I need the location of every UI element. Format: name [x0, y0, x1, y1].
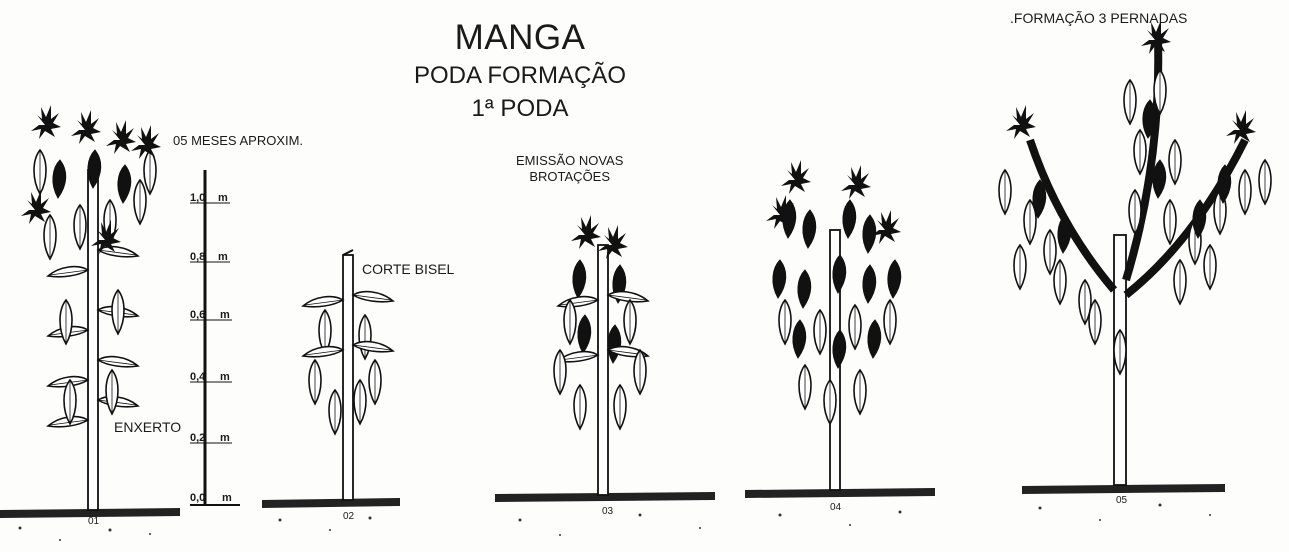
plant-4 [766, 160, 901, 490]
page-subtitle: PODA FORMAÇÃO [0, 62, 1040, 90]
scale-tick-label: 1,0 [190, 192, 205, 204]
page-subtitle-2: 1ª PODA [0, 95, 1040, 123]
age-label: 05 MESES APROXIM. [173, 133, 303, 148]
scale-unit: m [222, 492, 232, 504]
scale-tick-label: 0,4 [190, 371, 205, 383]
stage-label-three-branches: .FORMAÇÃO 3 PERNADAS [1010, 10, 1187, 26]
height-scale [190, 170, 240, 505]
plant-number: 04 [830, 502, 841, 513]
scale-tick-label: 0,8 [190, 251, 205, 263]
scale-tick-label: 0,0 [190, 492, 205, 504]
scale-unit: m [220, 309, 230, 321]
scale-tick-label: 0,2 [190, 432, 205, 444]
plant-3 [554, 215, 648, 495]
cut-label: CORTE BISEL [362, 261, 454, 277]
plant-number: 05 [1116, 495, 1127, 506]
scale-unit: m [218, 192, 228, 204]
scale-tick-label: 0,6 [190, 309, 205, 321]
graft-label: ENXERTO [114, 419, 181, 435]
emission-label-line1: EMISSÃO NOVAS [516, 153, 623, 169]
plant-number: 03 [602, 506, 613, 517]
page-title: MANGA [0, 18, 1040, 58]
emission-label-line2: BROTAÇÕES [516, 169, 623, 185]
scale-unit: m [220, 432, 230, 444]
plant-number: 01 [88, 516, 99, 527]
plant-2 [303, 250, 393, 500]
scale-unit: m [220, 371, 230, 383]
plant-number: 02 [343, 511, 354, 522]
emission-label: EMISSÃO NOVAS BROTAÇÕES [516, 153, 623, 185]
scale-unit: m [218, 251, 228, 263]
plant-1 [21, 105, 161, 510]
